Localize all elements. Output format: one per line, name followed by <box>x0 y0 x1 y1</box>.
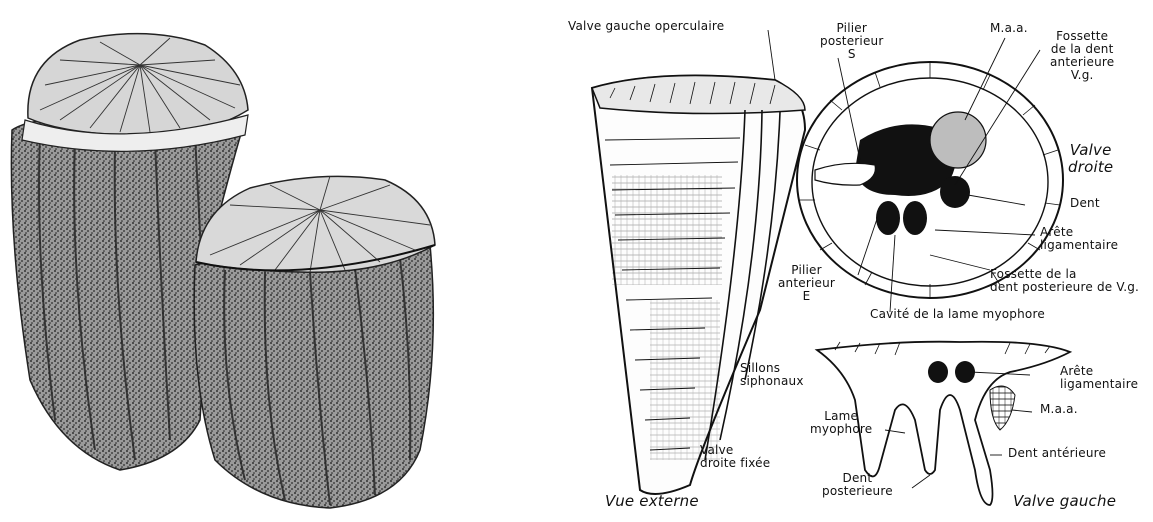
label-sillons-siphonaux: Sillons siphonaux <box>740 362 804 388</box>
label-dent: Dent <box>1070 197 1100 210</box>
label-dent-anterieure: Dent antérieure <box>1008 447 1106 460</box>
label-pilier-posterieur: Pilier posterieur S <box>820 22 884 61</box>
label-maa-bottom: M.a.a. <box>1040 403 1078 416</box>
label-valve-droite: Valve droite <box>1068 142 1113 176</box>
label-valve-gauche-operculaire: Valve gauche operculaire <box>568 20 724 33</box>
label-valve-gauche: Valve gauche <box>1013 493 1116 510</box>
label-dent-posterieure: Dent posterieure <box>822 472 893 498</box>
label-maa-top: M.a.a. <box>990 22 1028 35</box>
label-valve-droite-fixee: Valve droite fixée <box>700 444 770 470</box>
label-pilier-anterieur: Pilier anterieur E <box>778 264 835 303</box>
label-vue-externe: Vue externe <box>605 493 699 510</box>
label-lame-myophore: Lame myophore <box>810 410 872 436</box>
label-arete-ligamentaire-bottom: Arête ligamentaire <box>1060 365 1138 391</box>
label-arete-ligamentaire-top: Arête ligamentaire <box>1040 226 1118 252</box>
label-cavite-lame-myophore: Cavité de la lame myophore <box>870 308 1045 321</box>
external-view-drawing <box>592 76 805 495</box>
label-fossette-dent-posterieure: Fossette de la dent posterieure de V.g. <box>990 268 1139 294</box>
fossil-specimens-drawing <box>11 34 435 508</box>
label-fossette-dent-anterieure: Fossette de la dent anterieure V.g. <box>1050 30 1114 82</box>
